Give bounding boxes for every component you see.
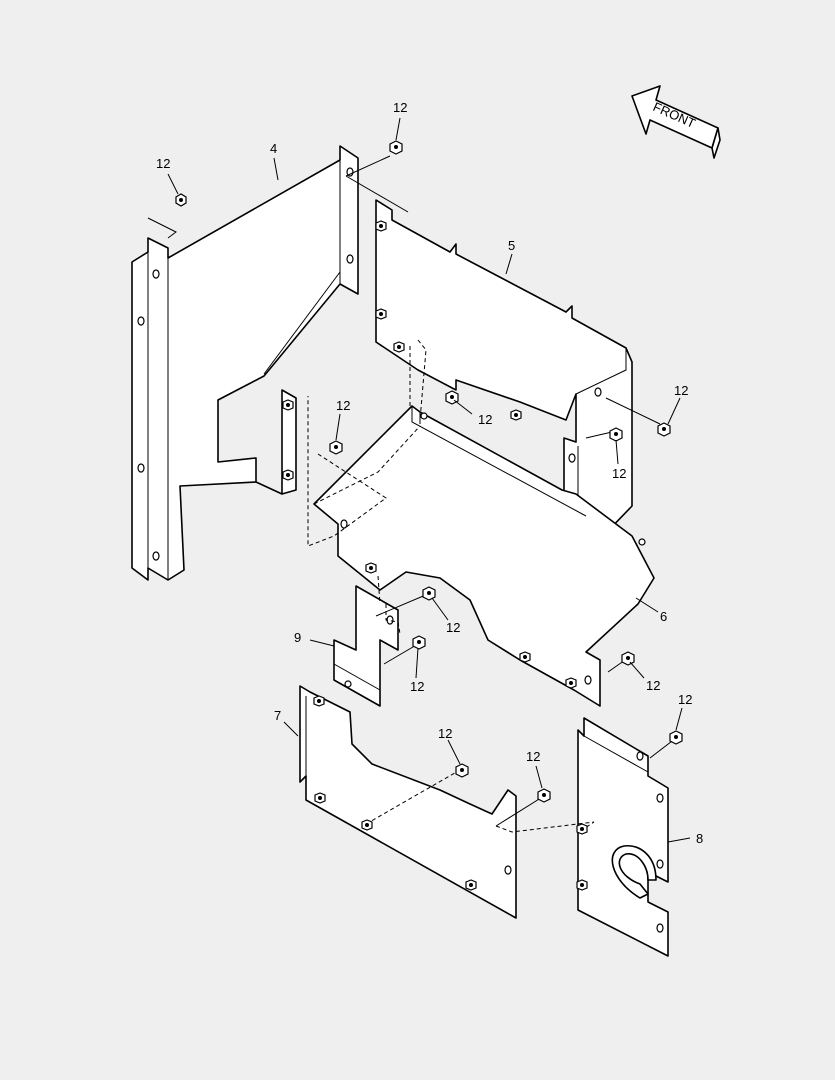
bolt-icon (375, 308, 387, 320)
callout-fastener: 12 (526, 749, 540, 764)
callout-fastener: 12 (393, 100, 407, 115)
bolt-icon (175, 193, 187, 207)
bolt-icon (282, 399, 294, 411)
callout-fastener: 12 (156, 156, 170, 171)
callout-leaders (167, 117, 691, 843)
callout-fastener: 12 (478, 412, 492, 427)
bolt-icon (621, 651, 635, 666)
panel-part-7 (299, 685, 517, 919)
bolt-icon (537, 788, 551, 803)
callout-part-4: 4 (270, 141, 277, 156)
panel-part-6 (313, 405, 655, 707)
bolt-icon (565, 677, 577, 689)
bolt-icon (412, 635, 426, 650)
assembly-lines (263, 155, 677, 833)
front-arrow: FRONT (631, 85, 721, 159)
bolt-icon (465, 879, 477, 891)
bolt-icon (282, 469, 294, 481)
bolt-icon (361, 819, 373, 831)
panel-part-4 (131, 145, 359, 581)
callout-part-7: 7 (274, 708, 281, 723)
bolt-icon (389, 140, 403, 155)
bolt-icon (669, 730, 683, 745)
callout-fastener: 12 (612, 466, 626, 481)
bolt-icon (657, 422, 671, 437)
panel-part-8 (577, 717, 669, 957)
bolt-icon (329, 440, 343, 455)
bolt-icon (576, 823, 588, 835)
bolt-group (175, 140, 683, 891)
bolt-icon (576, 879, 588, 891)
bracket-part-9 (333, 585, 399, 707)
bolt-icon (393, 341, 405, 353)
callouts: 4 5 6 7 8 9 12 12 12 12 12 12 12 12 12 1… (156, 100, 703, 846)
bolt-icon (609, 427, 623, 442)
callout-part-9: 9 (294, 630, 301, 645)
callout-part-6: 6 (660, 609, 667, 624)
bolt-icon (455, 763, 469, 778)
callout-fastener: 12 (678, 692, 692, 707)
callout-fastener: 12 (446, 620, 460, 635)
bolt-icon (519, 651, 531, 663)
bolt-icon (510, 409, 522, 421)
callout-part-5: 5 (508, 238, 515, 253)
callout-fastener: 12 (336, 398, 350, 413)
bolt-icon (375, 220, 387, 232)
callout-fastener: 12 (646, 678, 660, 693)
callout-fastener: 12 (410, 679, 424, 694)
callout-part-8: 8 (696, 831, 703, 846)
callout-fastener: 12 (438, 726, 452, 741)
callout-fastener: 12 (674, 383, 688, 398)
bolt-icon (422, 586, 436, 601)
bolt-icon (365, 562, 377, 574)
bolt-icon (313, 695, 325, 707)
bolt-icon (314, 792, 326, 804)
